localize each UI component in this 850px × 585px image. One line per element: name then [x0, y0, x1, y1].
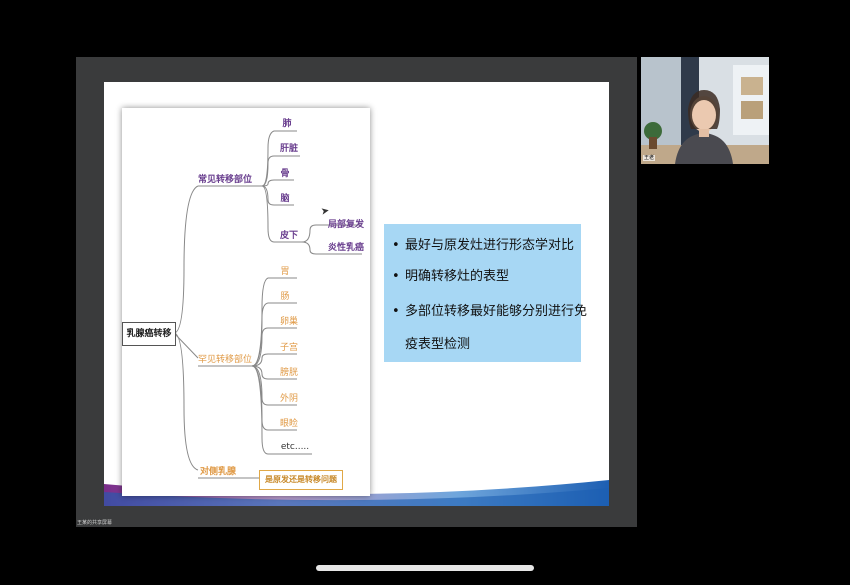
- mindmap-item-stomach: 胃: [280, 267, 290, 277]
- mindmap-item-vulva: 外阴: [279, 394, 299, 404]
- mindmap-item-subcutaneous: 皮下: [279, 231, 299, 241]
- slide-swoosh-decoration: [104, 480, 609, 506]
- mindmap-subitem-local-recurrence: 局部复发: [327, 220, 365, 230]
- mindmap-item-etc: etc.....: [280, 442, 310, 452]
- mindmap-item-uterus: 子宫: [279, 343, 299, 353]
- webcam-feed-image: [641, 57, 769, 164]
- bullet-dot-icon: •: [392, 238, 400, 253]
- bullet-dot-icon: •: [392, 304, 400, 319]
- share-frame-right: [609, 57, 637, 527]
- mindmap-item-brain: 脑: [280, 194, 290, 204]
- mindmap-item-intestine: 肠: [280, 292, 290, 302]
- mouse-cursor-icon: ➤: [320, 205, 331, 218]
- mindmap-item-lung: 肺: [282, 119, 292, 129]
- mindmap-item-ovary: 卵巢: [279, 317, 299, 327]
- mindmap-item-bladder: 膀胱: [279, 368, 299, 378]
- mindmap-root-node: 乳腺癌转移: [122, 322, 176, 346]
- mindmap-connectors: [173, 130, 362, 479]
- mindmap-contralateral-item: 是原发还是转移问题: [259, 470, 343, 490]
- home-indicator-bar[interactable]: [316, 565, 534, 571]
- mindmap-item-eyelid: 眼睑: [279, 419, 299, 429]
- mindmap-item-bone: 骨: [280, 169, 290, 179]
- webcam-name-tag: 王老: [643, 155, 655, 161]
- mindmap-branch-contralateral: 对侧乳腺: [199, 467, 237, 477]
- share-frame-top: [104, 57, 609, 82]
- mindmap-branch-rare: 罕见转移部位: [197, 355, 253, 365]
- mindmap-item-liver: 肝脏: [279, 144, 299, 154]
- mindmap-branch-common: 常见转移部位: [197, 175, 253, 185]
- mindmap-subitem-inflammatory: 炎性乳癌: [327, 243, 365, 253]
- mindmap-card: 常见转移部位 肺 肝脏 骨 脑 皮下 局部复发 炎性乳癌 罕见转移部位 胃 肠 …: [122, 108, 370, 496]
- share-frame-left: [76, 57, 104, 527]
- screen-share-owner-label: 王某的共享屏幕: [77, 520, 113, 526]
- webcam-video-tile[interactable]: [641, 57, 769, 164]
- share-frame-bottom: [104, 506, 609, 527]
- bullet-dot-icon: •: [392, 269, 400, 284]
- bullet-points-box: • 最好与原发灶进行形态学对比 • 明确转移灶的表型 • 多部位转移最好能够分别…: [384, 224, 587, 362]
